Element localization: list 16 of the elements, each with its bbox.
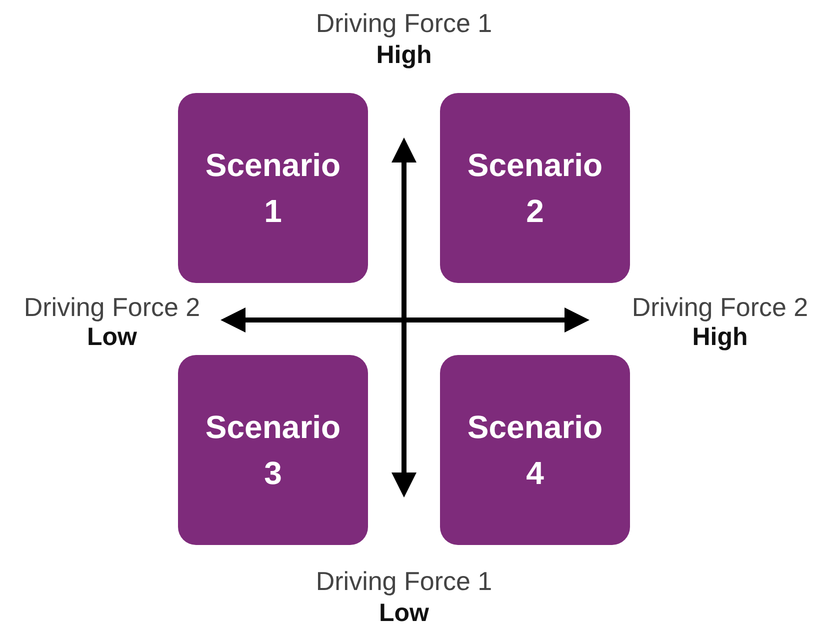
scenario-box — [178, 355, 368, 545]
scenario-label: Scenario 4 — [466, 408, 604, 493]
scenario-box — [178, 93, 368, 283]
axis-level-label: Low — [379, 599, 429, 626]
axis-label: Driving Force 2 — [632, 292, 808, 322]
axis-label: Driving Force 1 — [316, 566, 492, 596]
scenario-box — [440, 93, 630, 283]
axis-level-label: High — [376, 41, 432, 69]
scenario-label: Scenario 2 — [466, 146, 604, 231]
scenario-label: Scenario 1 — [204, 146, 342, 231]
axis-label: Driving Force 2 — [24, 292, 200, 322]
scenario-label: Scenario 3 — [204, 408, 342, 493]
axis-level-label: Low — [87, 323, 137, 351]
scenario-box — [440, 355, 630, 545]
axis-label: Driving Force 1 — [316, 8, 492, 38]
axis-level-label: High — [692, 323, 748, 351]
